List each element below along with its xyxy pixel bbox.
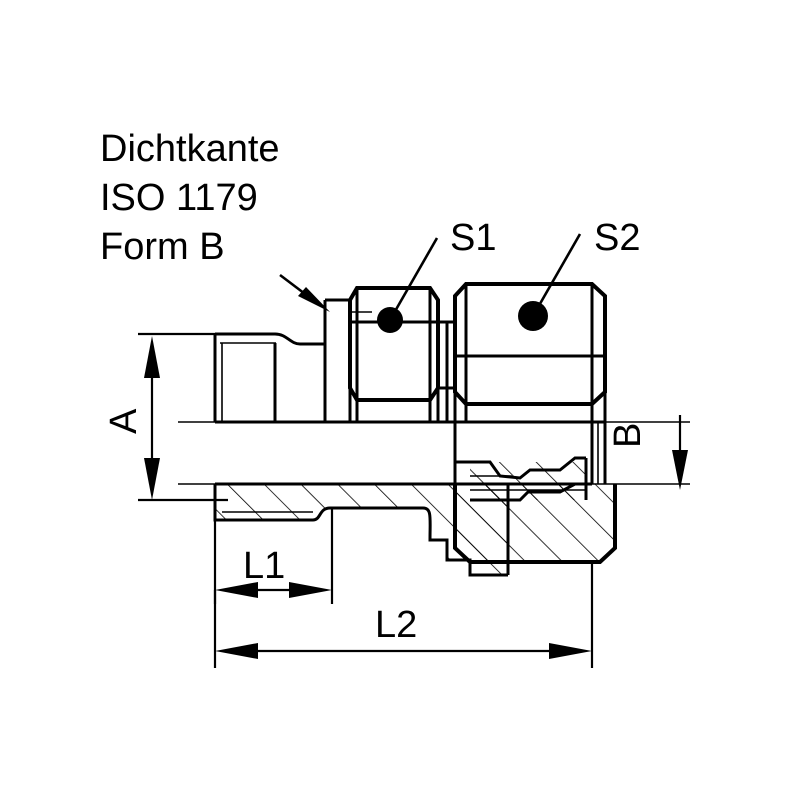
callout-s2-label: S2 bbox=[594, 217, 640, 259]
dimension-b: B bbox=[607, 415, 688, 490]
threaded-stud-upper bbox=[213, 300, 327, 422]
callout-s2: S2 bbox=[531, 217, 640, 317]
hatch-body bbox=[215, 484, 508, 575]
note-line-iso-1179: ISO 1179 bbox=[100, 177, 258, 219]
hex-nut-s2 bbox=[453, 282, 607, 422]
nut-bore-steps bbox=[453, 422, 586, 575]
callout-s1-label: S1 bbox=[450, 217, 496, 259]
section-hatching-nut bbox=[453, 484, 617, 564]
section-hatching-body bbox=[213, 484, 508, 577]
note-block: Dichtkante ISO 1179 Form B bbox=[100, 128, 280, 268]
cutting-ring-detail bbox=[453, 422, 607, 502]
dimension-l2: L2 bbox=[213, 562, 594, 668]
dimension-a-label: A bbox=[103, 408, 145, 434]
note-line-dichtkante: Dichtkante bbox=[100, 128, 280, 170]
dimension-b-label: B bbox=[607, 423, 649, 448]
hatch-cutting-ring bbox=[470, 462, 586, 500]
note-leader-arrow bbox=[279, 273, 330, 312]
nut-spacer bbox=[438, 320, 455, 422]
callout-s1: S1 bbox=[388, 217, 496, 321]
dimension-l1-label: L1 bbox=[243, 545, 285, 587]
hex-nut-s1 bbox=[348, 286, 440, 422]
note-line-form-b: Form B bbox=[100, 226, 225, 268]
hatch-nut bbox=[455, 484, 615, 562]
dimension-l2-label: L2 bbox=[375, 604, 417, 646]
dimension-a: A bbox=[103, 332, 228, 502]
dimension-l1: L1 bbox=[213, 484, 334, 604]
